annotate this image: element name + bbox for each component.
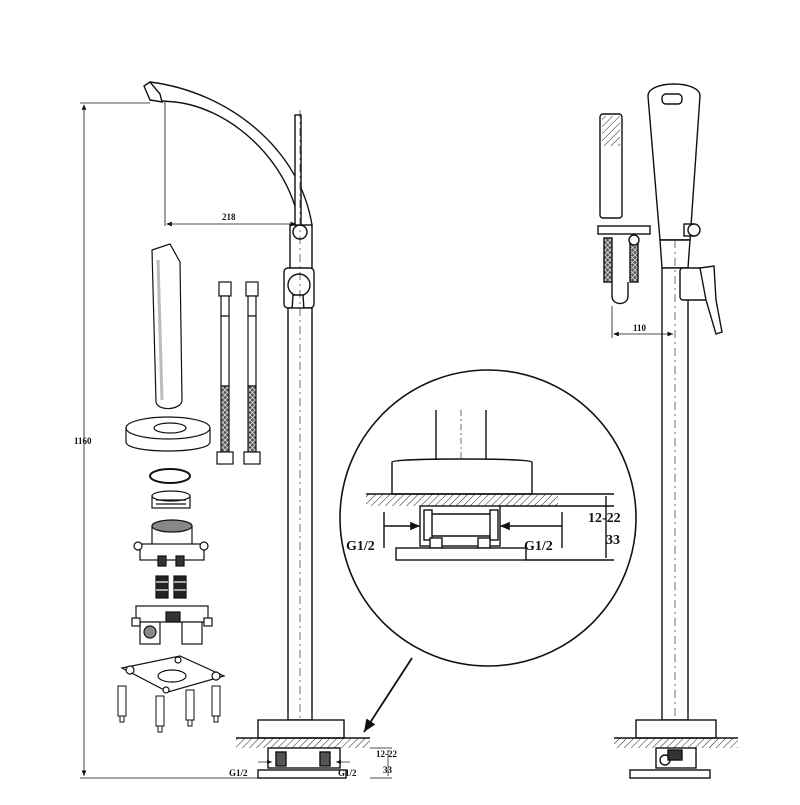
side-spout-head: [647, 83, 701, 241]
side-base-cover: [635, 719, 717, 739]
detail-floor-plate: [395, 547, 527, 561]
detail-clearance-label: 12-22: [588, 511, 621, 526]
side-diverter-knob: [687, 223, 701, 237]
side-mixer-lever: [699, 265, 723, 335]
o-ring: [149, 468, 191, 484]
detail-base-cover: [391, 458, 533, 495]
dim-floor-small: [258, 747, 392, 779]
dim-overall-height-label: 1160: [74, 436, 92, 446]
flange-ring: [125, 416, 211, 452]
dim-base-height-label: 33: [383, 765, 393, 775]
valve-body-upper: [133, 519, 209, 567]
exploded-parts: [117, 243, 261, 733]
side-view: [597, 83, 738, 779]
mounting-bracket: [120, 655, 226, 694]
detail-view: G1/2 G1/2 12-22 33: [339, 369, 637, 667]
dim-handshower-offset-label: 110: [633, 323, 647, 333]
handshower: [597, 113, 651, 305]
detail-floor-hatch: [366, 494, 558, 506]
detail-leader-arrow: [363, 657, 413, 733]
dim-left-thread-label: G1/2: [229, 768, 248, 778]
handshower-rod: [294, 114, 302, 226]
flexible-hose-right: [243, 281, 261, 465]
check-valves: [155, 575, 187, 599]
side-floor-plate: [629, 769, 711, 779]
anchor-bolts: [117, 685, 221, 733]
shroud-tube: [151, 243, 183, 410]
dim-spout-reach: [164, 102, 296, 227]
valve-body-lower: [131, 605, 213, 645]
dim-clearance-label: 12-22: [376, 749, 397, 759]
floor-hatch-right: [614, 738, 738, 748]
dim-handshower-offset: [611, 306, 673, 338]
flexible-hose-left: [216, 281, 234, 465]
dim-right-thread-label: G1/2: [338, 768, 357, 778]
mixer-cap: [287, 273, 311, 297]
spout-nozzle: [143, 81, 163, 103]
base-cover: [257, 719, 345, 739]
detail-right-thread-label: G1/2: [524, 539, 553, 554]
dim-overall-height: [80, 102, 258, 779]
threaded-nut: [151, 490, 191, 509]
floor-hatch-left: [236, 738, 370, 748]
detail-left-thread-label: G1/2: [346, 539, 375, 554]
spout-arc: [149, 81, 313, 229]
dim-spout-reach-label: 218: [222, 212, 236, 222]
detail-base-height-label: 33: [606, 533, 620, 548]
front-view: [143, 81, 370, 779]
floor-plate: [257, 769, 347, 779]
